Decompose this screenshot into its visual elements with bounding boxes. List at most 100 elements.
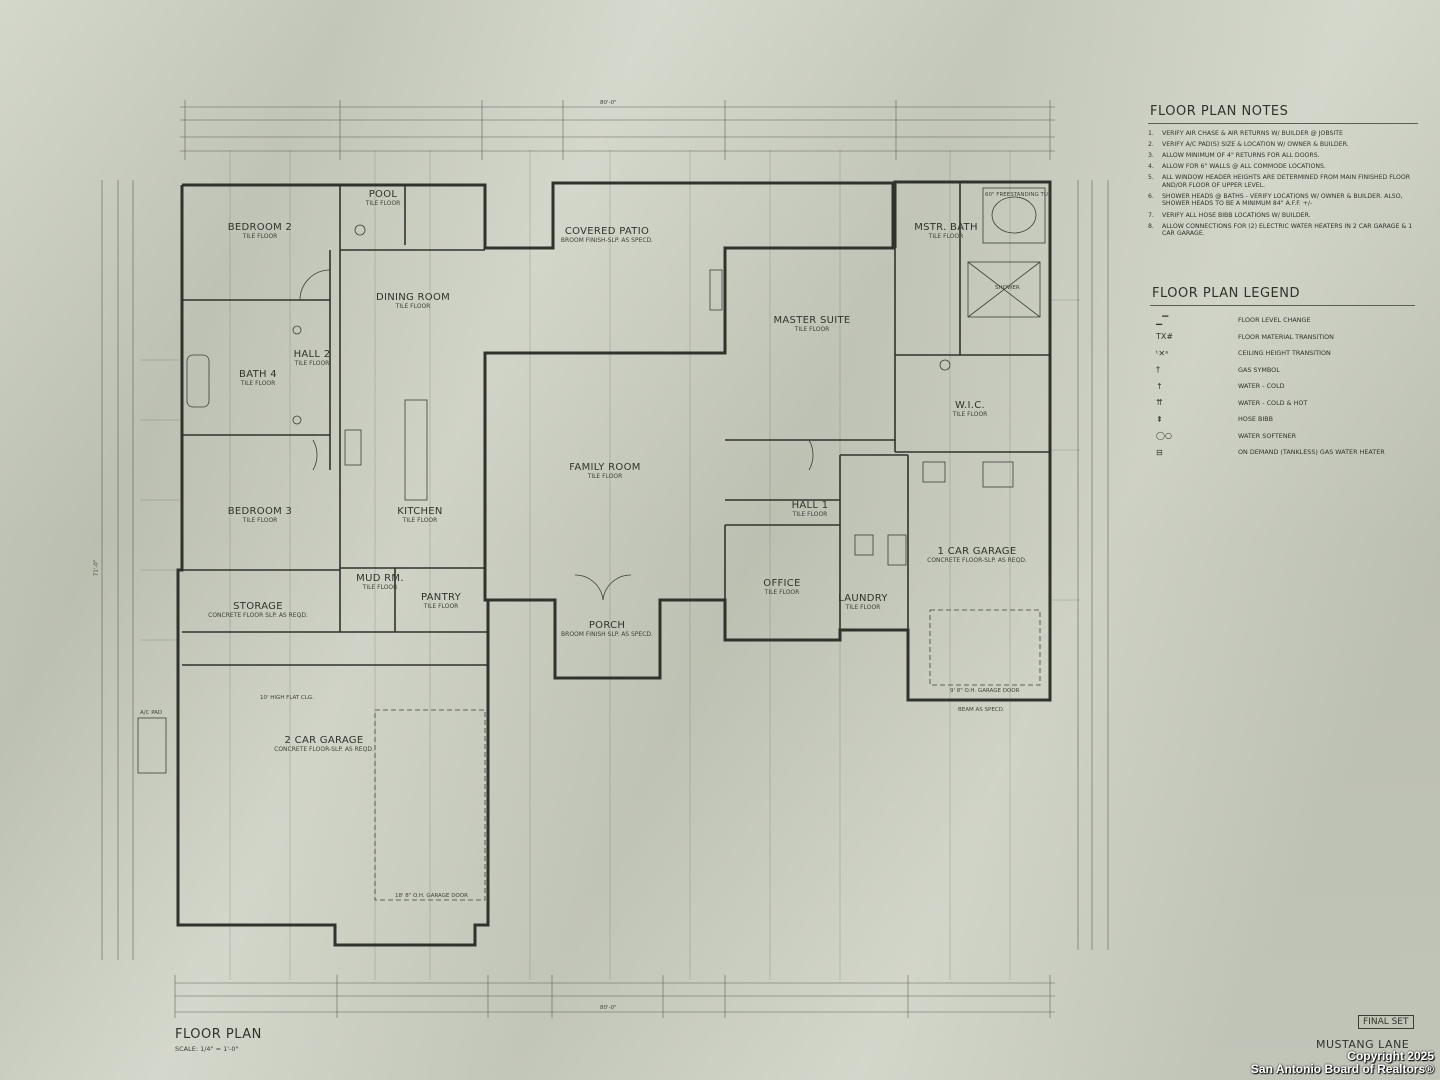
room-name: COVERED PATIO (564, 226, 650, 237)
fixtures (137, 187, 1046, 901)
legend-symbol-icon: TX# (1156, 332, 1174, 342)
room-mud-room: MUD RM. TILE FLOOR (356, 573, 404, 591)
room-floor: BROOM FINISH-SLP. AS SPECD. (560, 237, 654, 244)
board-line: San Antonio Board of Realtors® (1250, 1062, 1434, 1076)
room-name: POOL (368, 189, 398, 200)
garage-door-1-label: 9' 8" O.H. GARAGE DOOR (950, 688, 1020, 694)
room-floor: TILE FLOOR (240, 380, 276, 387)
room-floor: TILE FLOOR (294, 360, 330, 367)
room-floor: TILE FLOOR (242, 233, 278, 240)
note-number: 5. (1148, 174, 1154, 182)
legend-item: TX#FLOOR MATERIAL TRANSITION (1150, 329, 1415, 346)
note-number: 2. (1148, 141, 1154, 149)
final-set-stamp: FINAL SET (1358, 1015, 1414, 1029)
legend-label: CEILING HEIGHT TRANSITION (1238, 349, 1331, 358)
legend-symbol-icon: ⇞ (1156, 414, 1163, 424)
dimension-lines (101, 100, 1109, 1018)
room-name: MSTR. BATH (914, 222, 978, 233)
legend-symbol-icon: ᵗ✕ᵃ (1156, 348, 1169, 358)
note-text: ALLOW FOR 6" WALLS @ ALL COMMODE LOCATIO… (1162, 163, 1326, 171)
room-storage: STORAGE CONCRETE FLOOR SLP. AS REQD. (208, 601, 308, 619)
room-floor: TILE FLOOR (845, 604, 881, 611)
room-name: MASTER SUITE (773, 315, 851, 326)
project-name: MUSTANG LANE (1316, 1038, 1410, 1051)
legend-item: ◯○WATER SOFTENER (1150, 428, 1415, 445)
room-name: MUD RM. (356, 573, 404, 584)
room-floor: TILE FLOOR (952, 411, 988, 418)
legend-item: ▁▔FLOOR LEVEL CHANGE (1150, 312, 1415, 329)
room-floor: CONCRETE FLOOR SLP. AS REQD. (208, 612, 308, 619)
note-item: 2.VERIFY A/C PAD(S) SIZE & LOCATION W/ O… (1148, 141, 1418, 149)
notes-title: FLOOR PLAN NOTES (1150, 104, 1289, 119)
room-floor: TILE FLOOR (587, 473, 623, 480)
note-number: 4. (1148, 163, 1154, 171)
legend-label: HOSE BIBB (1238, 415, 1273, 424)
room-floor: TILE FLOOR (794, 326, 830, 333)
note-item: 8.ALLOW CONNECTIONS FOR (2) ELECTRIC WAT… (1148, 223, 1418, 238)
garage-door-2-label: 18' 8" O.H. GARAGE DOOR (395, 893, 468, 899)
note-number: 6. (1148, 192, 1154, 200)
drawing-title: FLOOR PLAN (175, 1027, 262, 1042)
legend-label: WATER - COLD (1238, 382, 1285, 391)
note-number: 7. (1148, 211, 1154, 219)
note-item: 1. VERIFY AIR CHASE & AIR RETURNS W/ BUIL… (1148, 130, 1418, 138)
room-porch: PORCH BROOM FINISH SLP. AS SPECD. (561, 620, 653, 638)
overall-width-top: 80'-0" (600, 100, 617, 106)
room-2-car-garage: 2 CAR GARAGE CONCRETE FLOOR-SLP. AS REQD… (274, 735, 374, 753)
shower-label: SHOWER (995, 285, 1020, 291)
room-floor: TILE FLOOR (764, 589, 800, 596)
drawing-scale: SCALE: 1/4" = 1'-0" (175, 1045, 239, 1053)
room-1-car-garage: 1 CAR GARAGE CONCRETE FLOOR-SLP. AS REQD… (927, 546, 1027, 564)
legend-title: FLOOR PLAN LEGEND (1152, 286, 1300, 301)
room-wic: W.I.C. TILE FLOOR (953, 400, 988, 418)
legend-item: ⇈WATER - COLD & HOT (1150, 395, 1415, 412)
legend-label: GAS SYMBOL (1238, 365, 1280, 374)
notes-divider (1148, 123, 1418, 124)
legend-item: ⊟ON DEMAND (TANKLESS) GAS WATER HEATER (1150, 444, 1415, 461)
room-hall-2: HALL 2 TILE FLOOR (294, 349, 331, 367)
legend-symbol-icon: † (1156, 365, 1160, 375)
room-floor: BROOM FINISH SLP. AS SPECD. (561, 631, 653, 638)
floor-plan-notes: FLOOR PLAN NOTES 1. VERIFY AIR CHASE & AI… (1148, 104, 1418, 241)
room-floor: TILE FLOOR (792, 511, 828, 518)
copyright-line: Copyright 2025 (1347, 1049, 1434, 1063)
room-name: OFFICE (763, 578, 801, 589)
note-text: VERIFY AIR CHASE & AIR RETURNS W/ BUILDE… (1162, 130, 1343, 137)
room-floor: CONCRETE FLOOR-SLP. AS REQD. (274, 746, 374, 753)
note-text: ALLOW MINIMUM OF 4" RETURNS FOR ALL DOOR… (1162, 152, 1320, 160)
room-master-bath: MSTR. BATH TILE FLOOR (914, 222, 978, 240)
tub-label: 60" FREESTANDING TUB (985, 192, 1052, 198)
room-floor: TILE FLOOR (928, 233, 964, 240)
room-hall-1: HALL 1 TILE FLOOR (792, 500, 829, 518)
overall-depth: 71'-0" (93, 559, 100, 577)
note-number: 1. (1148, 130, 1154, 137)
room-floor: TILE FLOOR (402, 517, 438, 524)
room-floor: TILE FLOOR (423, 603, 459, 610)
room-pantry: PANTRY TILE FLOOR (421, 592, 461, 610)
note-text: ALLOW CONNECTIONS FOR (2) ELECTRIC WATER… (1162, 222, 1413, 238)
exterior-walls (176, 180, 1052, 947)
room-name: BATH 4 (239, 369, 277, 380)
legend-item: ᵗ✕ᵃ CEILING HEIGHT TRANSITION (1150, 345, 1415, 362)
room-name: DINING ROOM (375, 292, 451, 303)
beam-label: BEAM AS SPECD. (958, 707, 1005, 713)
room-name: HALL 2 (293, 349, 331, 360)
room-name: PORCH (588, 620, 626, 631)
legend-item: † GAS SYMBOL (1150, 362, 1415, 379)
room-bedroom-3: BEDROOM 3 TILE FLOOR (228, 506, 292, 524)
legend-item: ↑WATER - COLD (1150, 378, 1415, 395)
notes-list: 1. VERIFY AIR CHASE & AIR RETURNS W/ BUIL… (1148, 130, 1418, 238)
room-family-room: FAMILY ROOM TILE FLOOR (569, 462, 640, 480)
room-name: LAUNDRY (838, 593, 888, 604)
note-text: ALL WINDOW HEADER HEIGHTS ARE DETERMINED… (1162, 174, 1411, 189)
room-floor: TILE FLOOR (365, 200, 401, 207)
legend-label: WATER - COLD & HOT (1238, 398, 1308, 407)
note-text: SHOWER HEADS @ BATHS - VERIFY LOCATIONS … (1162, 192, 1403, 208)
note-item: 4. ALLOW FOR 6" WALLS @ ALL COMMODE LOCAT… (1148, 163, 1418, 171)
legend-label: FLOOR LEVEL CHANGE (1238, 316, 1311, 325)
room-name: FAMILY ROOM (569, 462, 641, 473)
room-floor: CONCRETE FLOOR-SLP. AS REQD. (927, 557, 1027, 564)
